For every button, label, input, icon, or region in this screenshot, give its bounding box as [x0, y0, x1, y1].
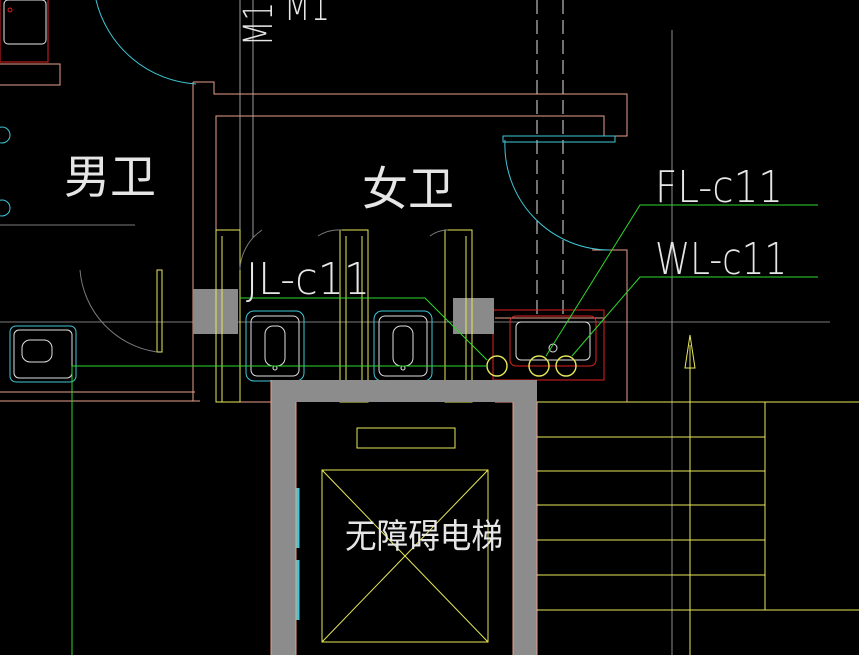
elevator	[270, 380, 538, 655]
door-swing-top	[95, 0, 197, 85]
squat-toilet	[9, 325, 77, 383]
fixture-outline-top-left	[0, 0, 49, 63]
riser-jl	[486, 355, 508, 377]
walls	[0, 63, 859, 403]
elevator-label: 无障碍电梯	[345, 517, 503, 557]
riser-fl	[528, 355, 550, 377]
staircase	[537, 334, 859, 655]
door-swings	[0, 0, 611, 620]
door-swing-womens	[504, 139, 611, 251]
column-right	[453, 298, 494, 334]
riser-wl	[555, 355, 577, 377]
pipe-label-jl: JL-c11	[246, 254, 370, 305]
pipe-label-wl: WL-c11	[655, 234, 787, 285]
mens-restroom-label: 男卫	[64, 150, 156, 204]
wash-basin	[509, 315, 597, 367]
door-tag-label: M1	[284, 0, 330, 30]
womens-restroom-label: 女卫	[362, 162, 454, 216]
door-tag-vertical: M1	[236, 2, 282, 46]
pipe-lines	[71, 204, 818, 655]
riser-shaft-outline	[492, 309, 605, 381]
axis-lines	[0, 0, 830, 655]
door-swing-mens	[79, 269, 158, 353]
pipe-label-fl: FL-c11	[655, 162, 783, 213]
pipe-risers	[486, 343, 577, 377]
